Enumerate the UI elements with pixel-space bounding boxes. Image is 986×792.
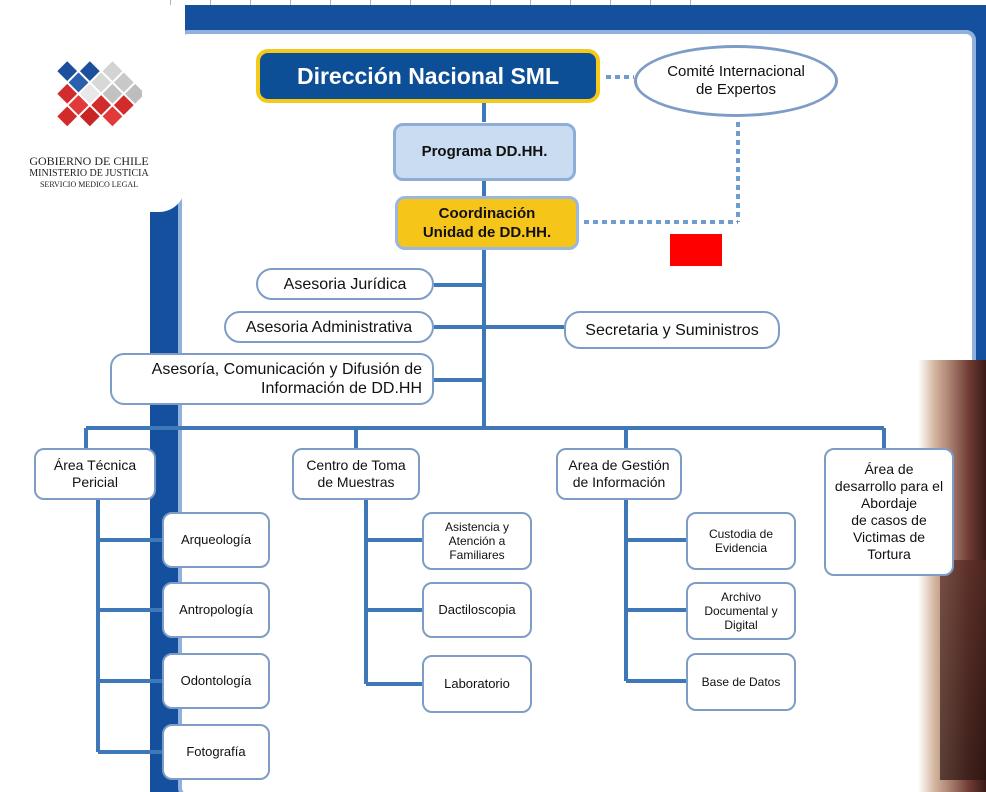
area-abordaje-line-1: Área de: [864, 461, 914, 477]
unit-custodia-line-1: Custodia de: [708, 527, 774, 541]
node-secretaria-suministros[interactable]: Secretaria y Suministros: [564, 311, 780, 349]
node-asesoria-juridica-label: Asesoria Jurídica: [283, 275, 407, 293]
unit-archivo-documental[interactable]: Archivo Documental y Digital: [686, 582, 796, 640]
unit-arqueologia-label: Arqueología: [180, 532, 252, 547]
node-comite-line-1: Comité Internacional: [667, 63, 805, 80]
unit-archivo-line-1: Archivo: [720, 590, 761, 604]
area-tecnica-line-2: Pericial: [72, 474, 118, 490]
area-gestion-line-2: de Información: [572, 474, 666, 490]
node-programa-label: Programa DD.HH.: [421, 143, 548, 160]
node-coordinacion-line-1: Coordinación: [438, 205, 536, 222]
unit-base-datos-label: Base de Datos: [701, 675, 781, 689]
unit-dactiloscopia-label: Dactiloscopia: [438, 602, 516, 617]
area-tecnica-pericial[interactable]: Área Técnica Pericial: [34, 448, 156, 500]
unit-odontologia-label: Odontología: [180, 673, 252, 688]
area-abordaje-tortura[interactable]: Área de desarrollo para el Abordaje de c…: [824, 448, 954, 576]
unit-archivo-line-2: Documental y: [704, 604, 778, 618]
area-tecnica-line-1: Área Técnica: [53, 457, 137, 473]
node-secretaria-label: Secretaria y Suministros: [585, 321, 759, 339]
unit-odontologia[interactable]: Odontología: [162, 653, 270, 709]
node-comite-line-2: de Expertos: [695, 81, 777, 98]
node-coordinacion[interactable]: Coordinación Unidad de DD.HH.: [395, 196, 579, 250]
unit-asistencia-familiares[interactable]: Asistencia y Atención a Familiares: [422, 512, 532, 570]
node-direccion-nacional-label: Dirección Nacional SML: [296, 63, 559, 89]
unit-asistencia-line-1: Asistencia y: [444, 520, 510, 534]
unit-arqueologia[interactable]: Arqueología: [162, 512, 270, 568]
node-asesoria-comunicacion-line-2: Información de DD.HH: [261, 380, 422, 397]
area-abordaje-line-6: Tortura: [867, 546, 911, 562]
node-programa-ddhh[interactable]: Programa DD.HH.: [393, 123, 576, 181]
area-centro-line-1: Centro de Toma: [306, 457, 406, 473]
node-asesoria-comunicacion-line-1: Asesoría, Comunicación y Difusión de: [151, 361, 422, 378]
unit-dactiloscopia[interactable]: Dactiloscopia: [422, 582, 532, 638]
area-centro-line-2: de Muestras: [317, 474, 395, 490]
node-asesoria-administrativa-label: Asesoria Administrativa: [245, 318, 413, 336]
unit-asistencia-line-3: Familiares: [449, 548, 505, 562]
unit-laboratorio[interactable]: Laboratorio: [422, 655, 532, 713]
area-abordaje-line-3: Abordaje: [860, 495, 918, 511]
area-abordaje-line-5: Victimas de: [852, 529, 926, 545]
unit-custodia-line-2: Evidencia: [714, 541, 767, 555]
unit-antropologia[interactable]: Antropología: [162, 582, 270, 638]
government-logo-icon: [57, 61, 142, 127]
area-abordaje-line-4: de casos de: [851, 512, 927, 528]
chart-panel: [178, 30, 976, 792]
unit-laboratorio-label: Laboratorio: [444, 676, 510, 691]
unit-base-datos[interactable]: Base de Datos: [686, 653, 796, 711]
area-gestion-informacion[interactable]: Area de Gestión de Información: [556, 448, 682, 500]
logo-text-government: GOBIERNO DE CHILE: [29, 154, 149, 168]
node-asesoria-juridica[interactable]: Asesoria Jurídica: [256, 268, 434, 300]
unit-fotografia-label: Fotografía: [186, 744, 246, 759]
node-direccion-nacional[interactable]: Dirección Nacional SML: [256, 49, 600, 103]
area-gestion-line-1: Area de Gestión: [568, 457, 670, 473]
node-coordinacion-line-2: Unidad de DD.HH.: [422, 224, 552, 241]
red-marker: [670, 234, 722, 266]
background-photo-shade: [940, 560, 986, 780]
node-asesoria-administrativa[interactable]: Asesoria Administrativa: [224, 311, 434, 343]
area-centro-toma-muestras[interactable]: Centro de Toma de Muestras: [292, 448, 420, 500]
unit-asistencia-line-2: Atención a: [448, 534, 506, 548]
unit-archivo-line-3: Digital: [724, 618, 758, 632]
node-asesoria-comunicacion[interactable]: Asesoría, Comunicación y Difusión de Inf…: [110, 353, 434, 405]
node-comite-expertos[interactable]: Comité Internacional de Expertos: [634, 45, 838, 117]
unit-antropologia-label: Antropología: [179, 602, 253, 617]
unit-fotografia[interactable]: Fotografía: [162, 724, 270, 780]
logo-text-ministry: MINISTERIO DE JUSTICIA: [29, 168, 149, 179]
logo-text-service: SERVICIO MEDICO LEGAL: [39, 180, 139, 189]
unit-custodia-evidencia[interactable]: Custodia de Evidencia: [686, 512, 796, 570]
area-abordaje-line-2: desarrollo para el: [834, 478, 944, 494]
